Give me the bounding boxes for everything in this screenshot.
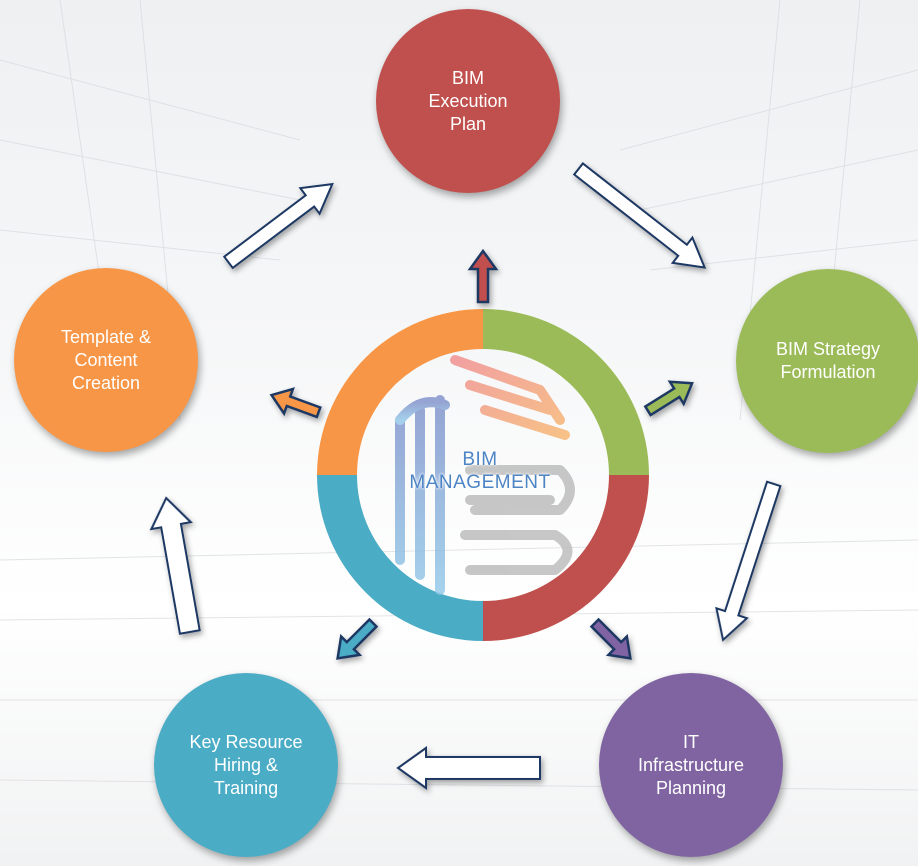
node-label: IT Infrastructure Planning — [637, 731, 745, 798]
node-label: Template & Content Creation — [60, 326, 152, 393]
hub-title: BIM MANAGEMENT — [380, 448, 580, 494]
ring-segment-red — [483, 475, 649, 641]
spoke-arrows — [269, 248, 694, 660]
node-label: Key Resource Hiring & Training — [189, 731, 303, 798]
node-label: BIM Execution Plan — [428, 67, 508, 134]
node-label: BIM Strategy Formulation — [775, 339, 881, 382]
node-key-resource-hiring-training: Key Resource Hiring & Training — [154, 673, 338, 857]
arrow-it-to-key — [396, 746, 541, 790]
node-it-infrastructure-planning: IT Infrastructure Planning — [599, 673, 783, 857]
ring-segment-orange — [317, 309, 483, 475]
node-template-content-creation: Template & Content Creation — [14, 268, 198, 452]
hub-title-line2: MANAGEMENT — [409, 472, 551, 493]
arrow-key-to-tmpl — [149, 496, 201, 635]
ring-segment-blue — [317, 475, 483, 641]
hub-title-line1: BIM — [462, 449, 498, 470]
arrow-tmpl-to-exec — [222, 182, 334, 270]
bim-logo-graphic — [395, 355, 575, 595]
spoke-arrow-it — [589, 617, 632, 660]
hub-ring — [317, 309, 649, 641]
arrow-exec-to-strat — [572, 162, 707, 269]
arrow-strat-to-it — [715, 480, 782, 642]
spoke-arrow-strat — [643, 380, 694, 417]
cycle-arrows — [149, 162, 782, 790]
spoke-arrow-exec — [467, 248, 499, 304]
ring-segment-green — [483, 309, 649, 475]
spoke-arrow-key — [336, 617, 379, 660]
node-bim-strategy-formulation: BIM Strategy Formulation — [736, 269, 918, 453]
node-bim-execution-plan: BIM Execution Plan — [376, 9, 560, 193]
spoke-arrow-tmpl — [269, 387, 322, 419]
